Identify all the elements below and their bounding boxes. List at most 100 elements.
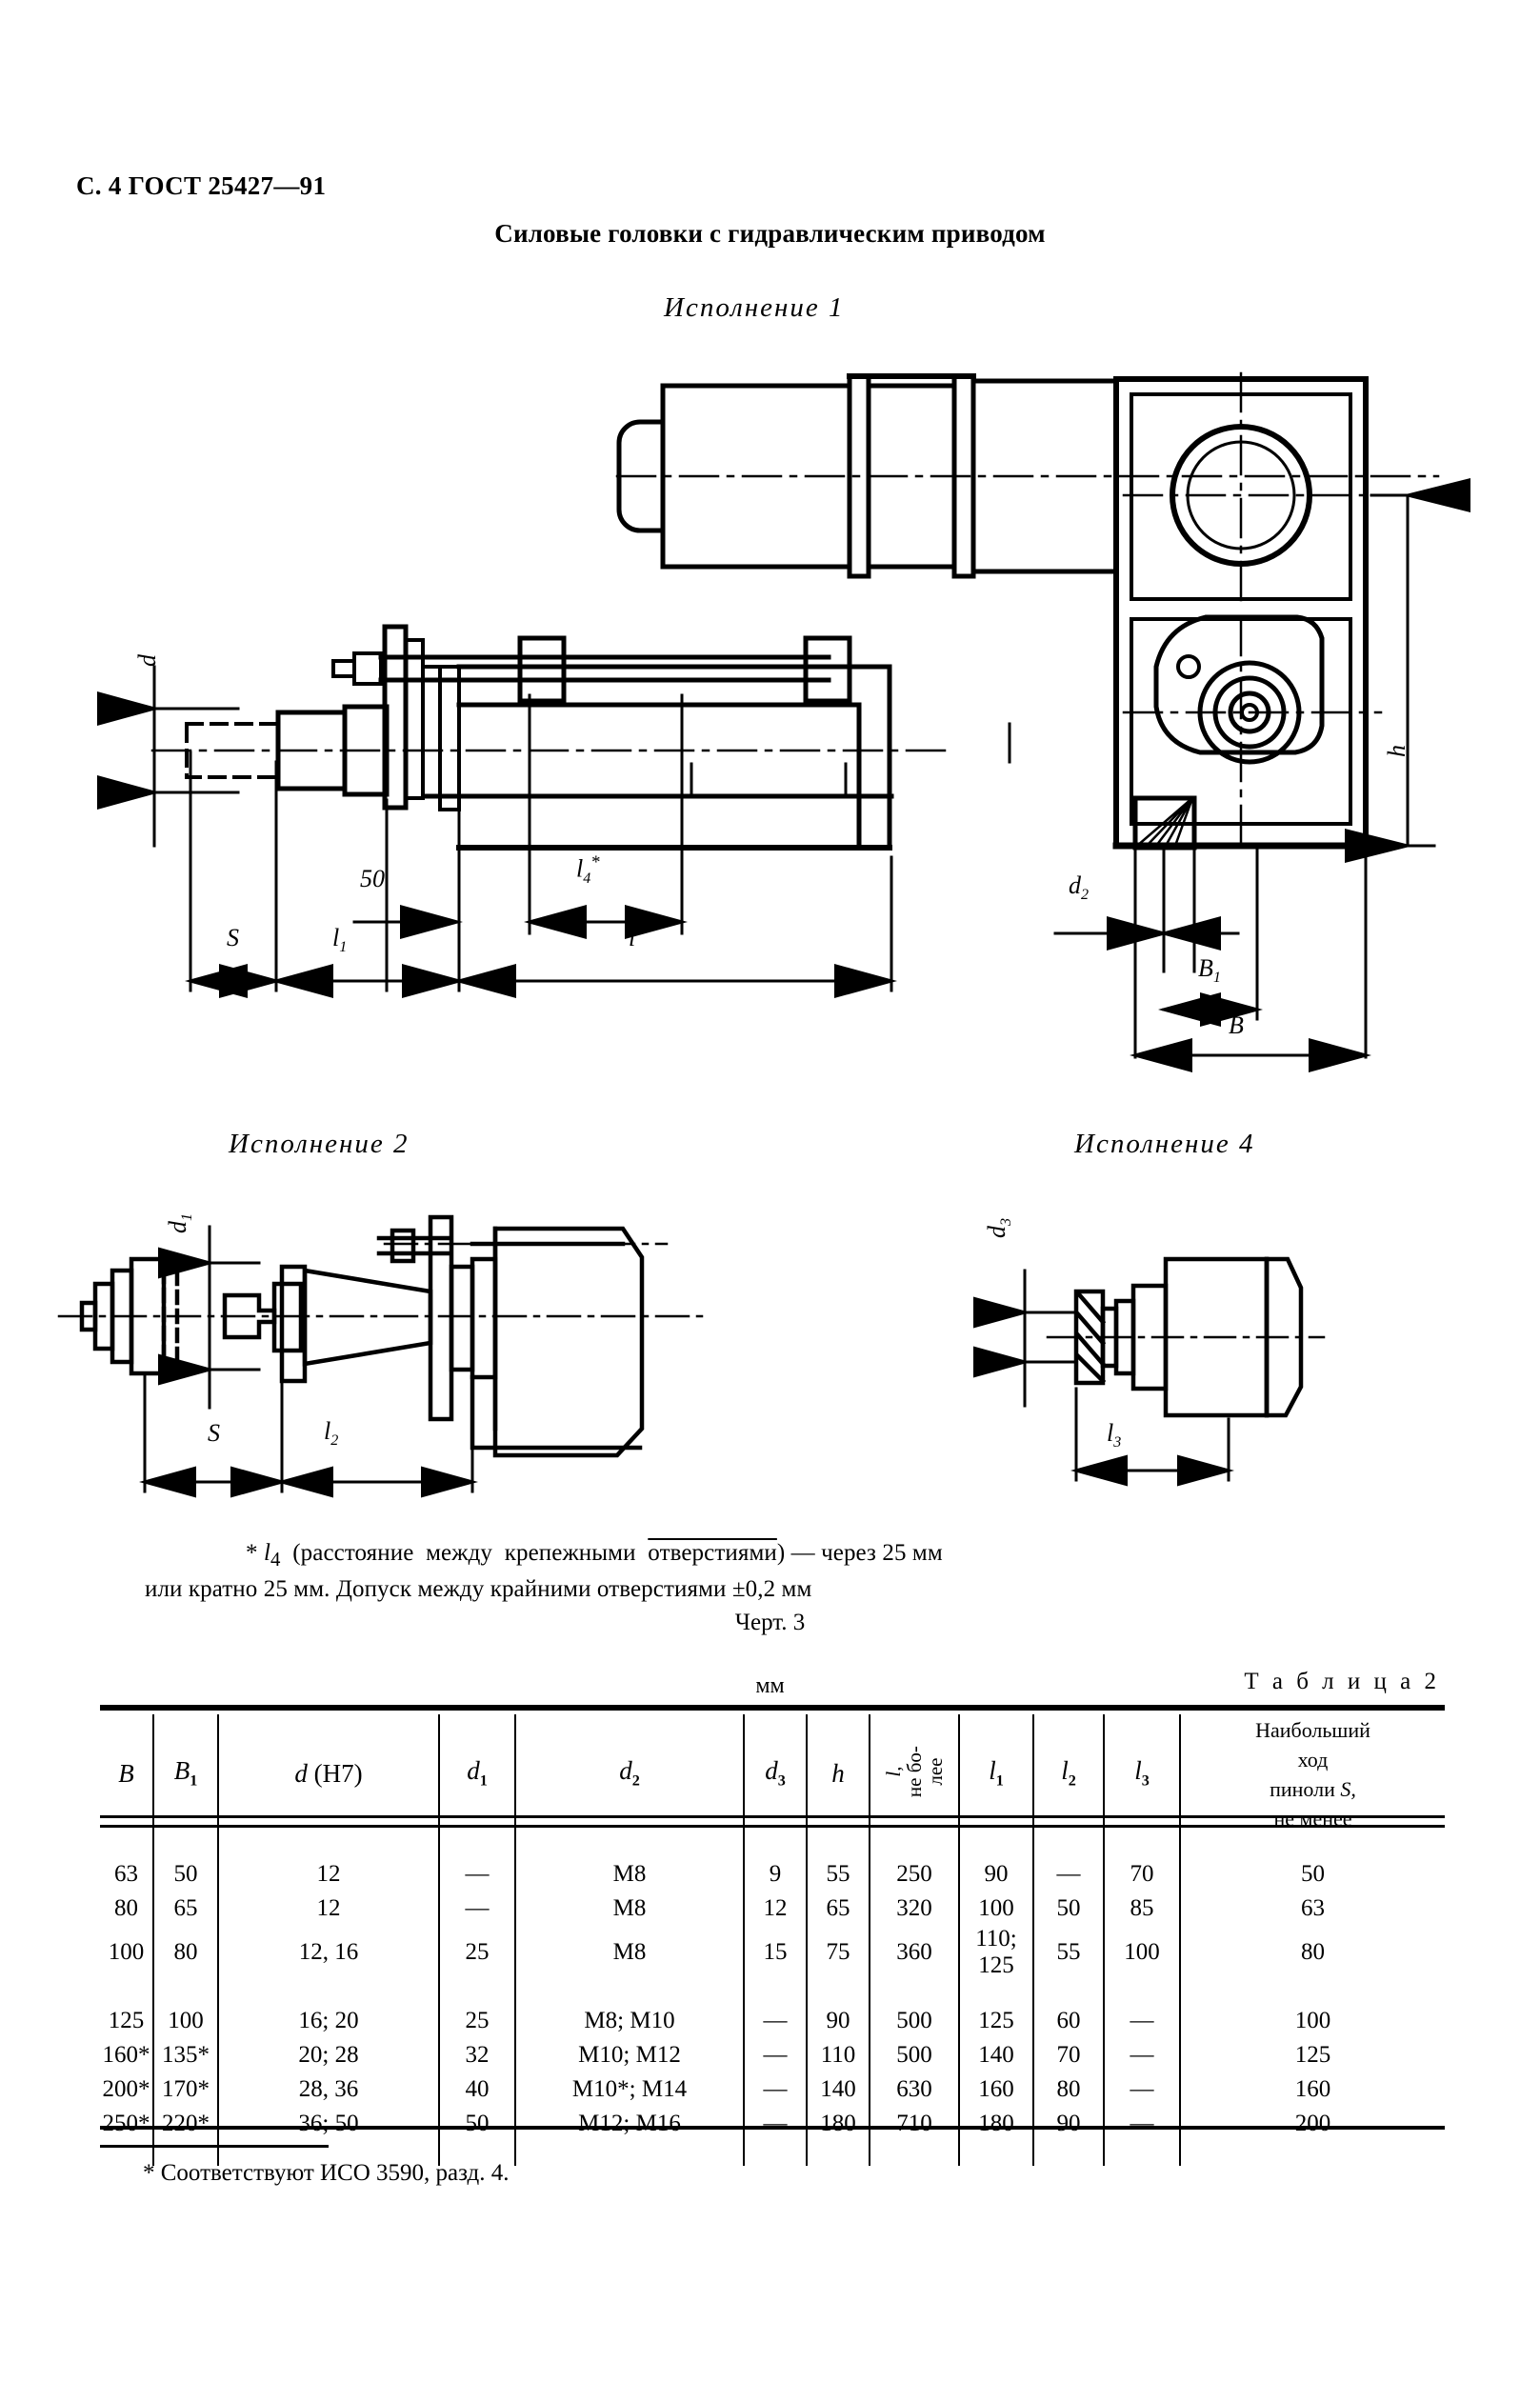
dimension-label-l2: l2 (324, 1417, 339, 1450)
table-cell-l1: 125 (958, 2004, 1034, 2038)
table-cell-l2: 50 (1032, 1892, 1105, 1926)
table-unit-label: мм (755, 1673, 785, 1698)
table-cell-S (1179, 1832, 1445, 1857)
table-cell-h: 65 (806, 1892, 870, 1926)
table-cell-d3: — (743, 2072, 808, 2107)
table-bottom-rule (100, 2126, 1445, 2130)
table-cell-S: 50 (1179, 1857, 1445, 1892)
table-cell-B: 100 (100, 1926, 154, 1979)
table-cell-d3 (743, 1979, 808, 2004)
dimension-label-B: B (1229, 1011, 1244, 1039)
table-cell-B1 (152, 1832, 219, 1857)
table-cell-S: 63 (1179, 1892, 1445, 1926)
table-cell-d: 28, 36 (217, 2072, 440, 2107)
table-footnote: * Соответствуют ИСО 3590, разд. 4. (143, 2160, 510, 2186)
footnote-rule (100, 2145, 329, 2148)
table-cell-d1: 25 (438, 1926, 516, 1979)
table-cell-d1: — (438, 1892, 516, 1926)
table-cell-B1: 170* (152, 2072, 219, 2107)
table-cell-h: 55 (806, 1857, 870, 1892)
table-cell-l: 360 (869, 1926, 960, 1979)
table-cell-d3 (743, 2141, 808, 2166)
table-cell-S: 100 (1179, 2004, 1445, 2038)
table-cell-l2: 60 (1032, 2004, 1105, 2038)
table-cell-d1 (438, 2141, 516, 2166)
table-cell-d1 (438, 1979, 516, 2004)
table-cell-d3: 12 (743, 1892, 808, 1926)
table-cell-l1: 90 (958, 1857, 1034, 1892)
col-header-d: d (H7) (217, 1714, 440, 1832)
table-cell-l1: 110;125 (958, 1926, 1034, 1979)
table-cell-l (869, 2141, 960, 2166)
table-cell-d: 12 (217, 1892, 440, 1926)
table-row (100, 1832, 1445, 1857)
col-header-d1: d1 (438, 1714, 516, 1832)
table-cell-l1: 100 (958, 1892, 1034, 1926)
table-cell-B: 250* (100, 2107, 154, 2141)
table-number-label: Т а б л и ц а 2 (1244, 1669, 1440, 1694)
table-row (100, 1979, 1445, 2004)
table-cell-d1: 32 (438, 2038, 516, 2072)
col-header-l: l,не бо-лее (869, 1714, 960, 1832)
table-cell-h: 110 (806, 2038, 870, 2072)
table-cell-S (1179, 1979, 1445, 2004)
table-cell-d2: M8 (514, 1857, 745, 1892)
col-header-h: h (806, 1714, 870, 1832)
dimension-label-h: h (1383, 745, 1410, 757)
table-cell-d1: — (438, 1857, 516, 1892)
table-cell-l: 630 (869, 2072, 960, 2107)
table-header-rule-b (100, 1825, 1445, 1828)
col-header-B: B (100, 1714, 154, 1832)
table-cell-l2 (1032, 2141, 1105, 2166)
table-cell-h: 180 (806, 2107, 870, 2141)
figure-note-line-1: * l4 (расстояние между крепежными отверс… (246, 1540, 943, 1571)
table-cell-S: 160 (1179, 2072, 1445, 2107)
table-cell-d: 36; 50 (217, 2107, 440, 2141)
table-cell-d2: M8 (514, 1892, 745, 1926)
dimension-label-S-variant2: S (208, 1419, 220, 1447)
table-cell-B1: 135* (152, 2038, 219, 2072)
table-cell-d1: 25 (438, 2004, 516, 2038)
technical-drawing-variant-1 (0, 0, 1540, 1095)
table-cell-B (100, 1832, 154, 1857)
table-cell-d3: — (743, 2038, 808, 2072)
page-title: Силовые головки с гидравлическим приводо… (494, 219, 1046, 248)
table-cell-S: 200 (1179, 2107, 1445, 2141)
specification-table: B B1 d (H7) d1 d2 d3 h l,не бо-лее l1 l2… (100, 1714, 1445, 2166)
table-cell-h: 90 (806, 2004, 870, 2038)
table-cell-h (806, 2141, 870, 2166)
table-cell-l3 (1103, 1979, 1181, 2004)
table-cell-l (869, 1832, 960, 1857)
table-cell-S: 125 (1179, 2038, 1445, 2072)
table-cell-B: 200* (100, 2072, 154, 2107)
table-cell-l3: 85 (1103, 1892, 1181, 1926)
table-cell-l3: — (1103, 2072, 1181, 2107)
table-cell-S: 80 (1179, 1926, 1445, 1979)
table-cell-l1: 160 (958, 2072, 1034, 2107)
table-cell-h: 140 (806, 2072, 870, 2107)
table-cell-d: 12 (217, 1857, 440, 1892)
figure-caption: Черт. 3 (734, 1610, 806, 1635)
table-cell-h (806, 1979, 870, 2004)
technical-drawing-variant-2 (0, 1171, 762, 1514)
table-cell-l (869, 1979, 960, 2004)
table-cell-l3: 70 (1103, 1857, 1181, 1892)
table-cell-d3: — (743, 2004, 808, 2038)
table-cell-d (217, 1832, 440, 1857)
table-cell-l2: — (1032, 1857, 1105, 1892)
table-cell-d: 16; 20 (217, 2004, 440, 2038)
table-cell-d2: M10*; M14 (514, 2072, 745, 2107)
table-cell-l2 (1032, 1979, 1105, 2004)
table-row (100, 2141, 1445, 2166)
variant-2-label: Исполнение 2 (229, 1129, 410, 1159)
table-cell-d3: 15 (743, 1926, 808, 1979)
